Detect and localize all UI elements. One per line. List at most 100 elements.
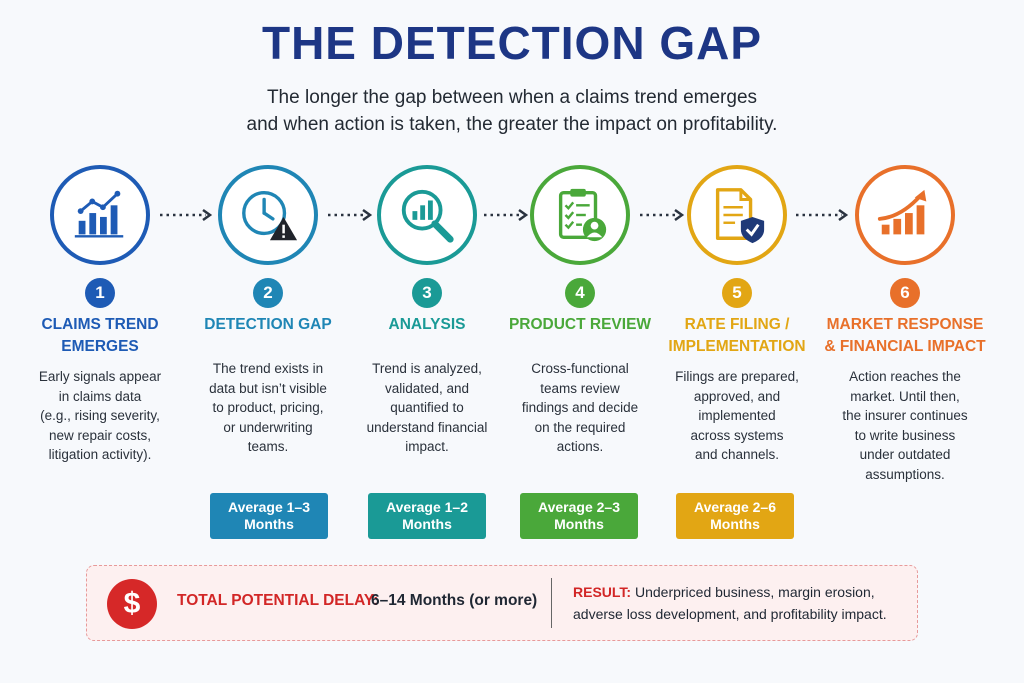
dotted-arrow-icon: [640, 208, 685, 222]
step-1-desc-line: Early signals appear: [38, 369, 162, 384]
step-5-desc-line: approved, and: [693, 388, 781, 404]
step-6-desc-line: market. Until then,: [850, 388, 960, 404]
step-2-number: 2: [253, 278, 283, 308]
badge-line: Average 2–6: [694, 499, 776, 515]
step-5-icon-circle: [687, 165, 787, 265]
step-6-desc-line: assumptions.: [865, 466, 945, 482]
step-3-desc-line: quantified to: [390, 400, 464, 415]
step-4-icon-circle: [530, 165, 630, 265]
step-1-desc-line: (e.g., rising severity,: [40, 408, 160, 423]
step-claims-trend-emerges: 1 CLAIMS TREND EMERGES Early signals app…: [10, 165, 190, 495]
step-5-number: 5: [722, 278, 752, 308]
step-2-desc-line: teams.: [247, 439, 289, 454]
dotted-arrow-icon: [160, 208, 213, 222]
step-1-desc-line: litigation activity).: [48, 447, 152, 462]
step-6-desc-line: to write business: [854, 427, 956, 443]
step-5-title-line-2: IMPLEMENTATION: [668, 338, 806, 355]
step-1-title: CLAIMS TREND EMERGES: [10, 314, 190, 358]
step-5-description: Filings are prepared, approved, and impl…: [652, 367, 822, 465]
step-4-title-line-1: PRODUCT REVIEW: [508, 316, 652, 333]
step-analysis: 3 ANALYSIS Trend is analyzed, validated,…: [337, 165, 517, 495]
step-3-number: 3: [412, 278, 442, 308]
badge-line: Average 1–3: [228, 499, 310, 515]
step-market-response-financial-impact: 6 MARKET RESPONSE & FINANCIAL IMPACT Act…: [815, 165, 995, 495]
badge-line: Average 2–3: [538, 499, 620, 515]
step-1-title-line-2: EMERGES: [61, 338, 139, 355]
step-3-desc-line: understand financial: [366, 419, 488, 435]
step-3-desc-line: validated, and: [384, 380, 470, 396]
step-6-number: 6: [890, 278, 920, 308]
step-2-desc-line: or underwriting: [223, 419, 313, 435]
result-line-1: Underpriced business, margin erosion,: [634, 584, 875, 600]
duration-badge-product-review: Average 2–3 Months: [520, 493, 638, 539]
step-6-title-line-1: MARKET RESPONSE: [826, 316, 984, 333]
dotted-arrow-icon: [796, 208, 849, 222]
dollar-alert-icon: $: [107, 579, 157, 629]
step-3-icon-circle: [377, 165, 477, 265]
magnifier-chart-icon: [401, 189, 454, 243]
step-6-desc-line: Action reaches the: [849, 369, 961, 384]
badge-line: Months: [244, 516, 294, 532]
step-6-description: Action reaches the market. Until then, t…: [820, 367, 990, 484]
clipboard-checklist-icon: [558, 188, 607, 242]
step-2-icon-circle: [218, 165, 318, 265]
step-1-description: Early signals appear in claims data (e.g…: [15, 367, 185, 465]
step-2-description: The trend exists in data but isn’t visib…: [183, 359, 353, 457]
dotted-arrow-icon: [328, 208, 373, 222]
step-3-description: Trend is analyzed, validated, and quanti…: [342, 359, 512, 457]
step-2-title: DETECTION GAP: [178, 314, 358, 336]
dotted-arrow-icon: [484, 208, 529, 222]
page-subtitle: The longer the gap between when a claims…: [0, 84, 1024, 138]
badge-line: Months: [554, 516, 604, 532]
subtitle-line-2: and when action is taken, the greater th…: [246, 114, 778, 135]
step-5-desc-line: and channels.: [694, 447, 780, 462]
step-1-icon-circle: [50, 165, 150, 265]
step-5-desc-line: across systems: [690, 427, 784, 443]
result-text: RESULT: Underpriced business, margin ero…: [573, 581, 918, 625]
step-6-title: MARKET RESPONSE & FINANCIAL IMPACT: [815, 314, 995, 358]
clock-warning-icon: [242, 191, 298, 241]
step-product-review: 4 PRODUCT REVIEW Cross-functional teams …: [490, 165, 670, 495]
subtitle-line-1: The longer the gap between when a claims…: [266, 87, 758, 108]
step-4-number: 4: [565, 278, 595, 308]
step-rate-filing-implementation: 5 RATE FILING / IMPLEMENTATION Filings a…: [647, 165, 827, 495]
duration-badge-rate-filing: Average 2–6 Months: [676, 493, 794, 539]
step-6-icon-circle: [855, 165, 955, 265]
bar-chart-trend-icon: [74, 190, 124, 238]
step-1-title-line-1: CLAIMS TREND: [41, 316, 159, 333]
total-delay-value: 6–14 Months (or more): [371, 592, 538, 609]
total-delay-panel: $ TOTAL POTENTIAL DELAY: 6–14 Months (or…: [86, 565, 918, 641]
step-6-desc-line: under outdated: [859, 447, 951, 462]
step-5-title: RATE FILING / IMPLEMENTATION: [647, 314, 827, 358]
badge-line: Months: [402, 516, 452, 532]
step-4-desc-line: findings and decide: [521, 400, 639, 415]
step-detection-gap: 2 DETECTION GAP The trend exists in data…: [178, 165, 358, 495]
step-4-desc-line: on the required: [534, 419, 626, 435]
step-4-title: PRODUCT REVIEW: [490, 314, 670, 336]
total-delay-label: TOTAL POTENTIAL DELAY:: [177, 592, 379, 609]
step-1-desc-line: new repair costs,: [48, 427, 152, 443]
step-2-desc-line: to product, pricing,: [212, 400, 324, 415]
step-4-desc-line: Cross-functional: [531, 361, 629, 376]
badge-line: Average 1–2: [386, 499, 468, 515]
duration-badge-detection-gap: Average 1–3 Months: [210, 493, 328, 539]
document-shield-icon: [715, 188, 765, 244]
step-4-description: Cross-functional teams review findings a…: [495, 359, 665, 457]
step-2-title-line-1: DETECTION GAP: [204, 316, 332, 333]
badge-line: Months: [710, 516, 760, 532]
growth-chart-arrow-icon: [877, 189, 927, 235]
step-1-desc-line: in claims data: [58, 388, 142, 404]
step-6-title-line-2: & FINANCIAL IMPACT: [824, 338, 986, 355]
result-label: RESULT:: [573, 584, 632, 600]
step-3-desc-line: Trend is analyzed,: [372, 361, 482, 376]
step-2-desc-line: The trend exists in: [212, 361, 324, 376]
duration-badge-analysis: Average 1–2 Months: [368, 493, 486, 539]
step-5-desc-line: implemented: [698, 408, 776, 423]
result-line-2: adverse loss development, and profitabil…: [573, 606, 887, 622]
step-5-title-line-1: RATE FILING /: [684, 316, 790, 333]
step-4-desc-line: teams review: [540, 380, 620, 396]
step-1-number: 1: [85, 278, 115, 308]
step-5-desc-line: Filings are prepared,: [675, 369, 799, 384]
step-3-desc-line: impact.: [405, 439, 449, 454]
step-4-desc-line: actions.: [556, 439, 604, 454]
